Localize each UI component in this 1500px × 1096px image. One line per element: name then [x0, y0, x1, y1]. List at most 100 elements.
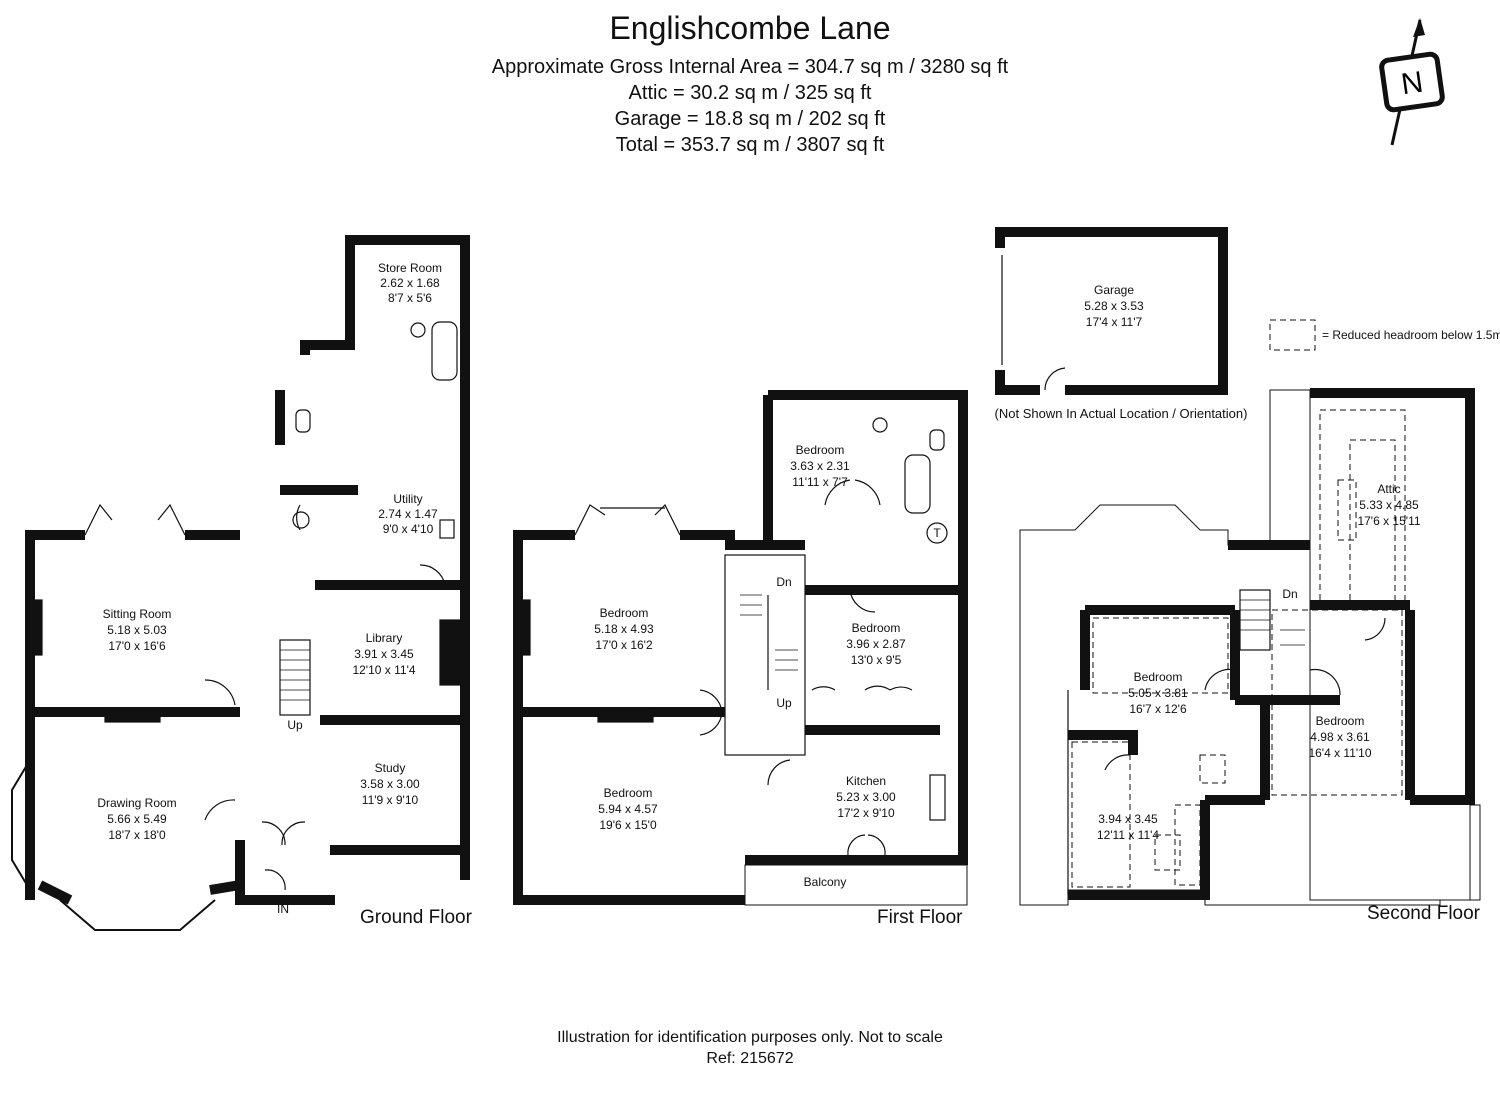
disclaimer-text: Illustration for identification purposes…: [557, 1029, 943, 1046]
room-utility-name: Utility: [393, 492, 422, 506]
room-sitting-name: Sitting Room: [103, 607, 172, 621]
svg-text:11'11 x 7'7: 11'11 x 7'7: [792, 475, 848, 489]
room-garage-metric: 5.28 x 3.53: [1084, 299, 1144, 313]
svg-text:Bedroom: Bedroom: [604, 786, 653, 800]
headroom-legend-text: = Reduced headroom below 1.5m / 5'0: [1322, 328, 1500, 342]
attic-area-line: Attic = 30.2 sq m / 325 sq ft: [628, 82, 872, 104]
svg-text:17'2 x 9'10: 17'2 x 9'10: [837, 806, 895, 820]
room-ff-bed-left-imperial: 17'0 x 16'2: [595, 638, 653, 652]
room-drawing-name: Drawing Room: [97, 796, 176, 810]
tank-symbol-label: T: [933, 526, 941, 540]
balcony-label: Balcony: [804, 875, 847, 889]
svg-text:5.18 x 5.03: 5.18 x 5.03: [107, 623, 167, 637]
entrance-label: IN: [277, 902, 289, 916]
room-study-name: Study: [375, 761, 406, 775]
svg-text:Utility: Utility: [393, 492, 422, 506]
room-sf-bed-left-name: Bedroom: [1134, 670, 1183, 684]
room-sf-room-imperial: 12'11 x 11'4: [1097, 828, 1160, 842]
room-ff-bed-lower-metric: 5.94 x 4.57: [598, 802, 658, 816]
svg-text:18'7 x 18'0: 18'7 x 18'0: [108, 828, 166, 842]
room-ff-bed-lower-imperial: 19'6 x 15'0: [599, 818, 657, 832]
svg-text:5.94 x 4.57: 5.94 x 4.57: [598, 802, 658, 816]
room-garage-name: Garage: [1094, 283, 1134, 297]
room-ff-bed-lower-name: Bedroom: [604, 786, 653, 800]
svg-text:3.94 x 3.45: 3.94 x 3.45: [1098, 812, 1158, 826]
svg-text:Store Room: Store Room: [378, 261, 442, 275]
svg-text:12'10 x 11'4: 12'10 x 11'4: [352, 663, 415, 677]
garage-note: (Not Shown In Actual Location / Orientat…: [995, 406, 1248, 421]
room-sf-bed-right-imperial: 16'4 x 11'10: [1308, 746, 1371, 760]
room-kitchen-name: Kitchen: [846, 774, 886, 788]
room-utility-metric: 2.74 x 1.47: [378, 507, 438, 521]
room-attic-name: Attic: [1377, 482, 1400, 496]
svg-text:2.62 x 1.68: 2.62 x 1.68: [380, 276, 440, 290]
svg-text:11'9 x 9'10: 11'9 x 9'10: [362, 793, 419, 807]
svg-text:3.63 x 2.31: 3.63 x 2.31: [790, 459, 850, 473]
room-sf-bed-right-metric: 4.98 x 3.61: [1310, 730, 1370, 744]
svg-text:Attic: Attic: [1377, 482, 1400, 496]
svg-text:16'4 x 11'10: 16'4 x 11'10: [1308, 746, 1371, 760]
svg-text:Bedroom: Bedroom: [852, 621, 901, 635]
svg-text:5.18 x 4.93: 5.18 x 4.93: [594, 622, 654, 636]
room-attic-metric: 5.33 x 4.85: [1359, 498, 1419, 512]
room-ff-bed-mid-imperial: 13'0 x 9'5: [851, 653, 902, 667]
room-ff-bed-small-name: Bedroom: [796, 443, 845, 457]
ground-floor-label: Ground Floor: [360, 907, 473, 928]
svg-text:8'7 x 5'6: 8'7 x 5'6: [388, 291, 432, 305]
room-attic-imperial: 17'6 x 15'11: [1357, 514, 1420, 528]
svg-text:Bedroom: Bedroom: [796, 443, 845, 457]
room-sf-bed-left-imperial: 16'7 x 12'6: [1129, 702, 1187, 716]
second-floor-label: Second Floor: [1367, 903, 1481, 924]
svg-text:17'0 x 16'2: 17'0 x 16'2: [595, 638, 653, 652]
room-labels: Store Room 2.62 x 1.68 8'7 x 5'6 Utility…: [97, 261, 1421, 842]
second-stairs-down-label: Dn: [1282, 587, 1297, 601]
room-kitchen-imperial: 17'2 x 9'10: [837, 806, 895, 820]
room-library-name: Library: [366, 631, 403, 645]
svg-text:3.91 x 3.45: 3.91 x 3.45: [354, 647, 414, 661]
svg-text:9'0 x 4'10: 9'0 x 4'10: [383, 522, 434, 536]
room-study-metric: 3.58 x 3.00: [360, 777, 420, 791]
room-sitting-imperial: 17'0 x 16'6: [108, 639, 166, 653]
svg-text:5.28 x 3.53: 5.28 x 3.53: [1084, 299, 1144, 313]
compass-letter: N: [1399, 66, 1425, 102]
svg-text:Kitchen: Kitchen: [846, 774, 886, 788]
room-library-metric: 3.91 x 3.45: [354, 647, 414, 661]
first-stairs-down-label: Dn: [776, 575, 791, 589]
svg-text:17'0 x 16'6: 17'0 x 16'6: [108, 639, 166, 653]
svg-text:17'4 x 11'7: 17'4 x 11'7: [1086, 315, 1143, 329]
room-study-imperial: 11'9 x 9'10: [362, 793, 419, 807]
svg-text:Garage: Garage: [1094, 283, 1134, 297]
svg-text:Bedroom: Bedroom: [1316, 714, 1365, 728]
svg-text:12'11 x 11'4: 12'11 x 11'4: [1097, 828, 1160, 842]
room-sf-bed-left-metric: 5.05 x 3.81: [1128, 686, 1188, 700]
room-drawing-imperial: 18'7 x 18'0: [108, 828, 166, 842]
room-ff-bed-left-metric: 5.18 x 4.93: [594, 622, 654, 636]
reference-number: Ref: 215672: [706, 1050, 794, 1067]
svg-text:Study: Study: [375, 761, 406, 775]
ground-stairs-up-label: Up: [287, 718, 303, 732]
room-utility-imperial: 9'0 x 4'10: [383, 522, 434, 536]
room-kitchen-metric: 5.23 x 3.00: [836, 790, 896, 804]
svg-text:5.05 x 3.81: 5.05 x 3.81: [1128, 686, 1188, 700]
svg-text:Library: Library: [366, 631, 403, 645]
svg-text:17'6 x 15'11: 17'6 x 15'11: [1357, 514, 1420, 528]
room-store-imperial: 8'7 x 5'6: [388, 291, 432, 305]
svg-text:Sitting Room: Sitting Room: [103, 607, 172, 621]
svg-text:3.58 x 3.00: 3.58 x 3.00: [360, 777, 420, 791]
room-store-name: Store Room: [378, 261, 442, 275]
room-ff-bed-small-metric: 3.63 x 2.31: [790, 459, 850, 473]
svg-text:2.74 x 1.47: 2.74 x 1.47: [378, 507, 438, 521]
svg-text:13'0 x 9'5: 13'0 x 9'5: [851, 653, 902, 667]
room-store-metric: 2.62 x 1.68: [380, 276, 440, 290]
svg-text:4.98 x 3.61: 4.98 x 3.61: [1310, 730, 1370, 744]
room-sf-bed-right-name: Bedroom: [1316, 714, 1365, 728]
svg-text:5.23 x 3.00: 5.23 x 3.00: [836, 790, 896, 804]
room-sitting-metric: 5.18 x 5.03: [107, 623, 167, 637]
room-library-imperial: 12'10 x 11'4: [352, 663, 415, 677]
svg-text:5.66 x 5.49: 5.66 x 5.49: [107, 812, 167, 826]
svg-text:19'6 x 15'0: 19'6 x 15'0: [599, 818, 657, 832]
plan-title: Englishcombe Lane: [609, 10, 891, 46]
svg-text:Bedroom: Bedroom: [600, 606, 649, 620]
room-drawing-metric: 5.66 x 5.49: [107, 812, 167, 826]
